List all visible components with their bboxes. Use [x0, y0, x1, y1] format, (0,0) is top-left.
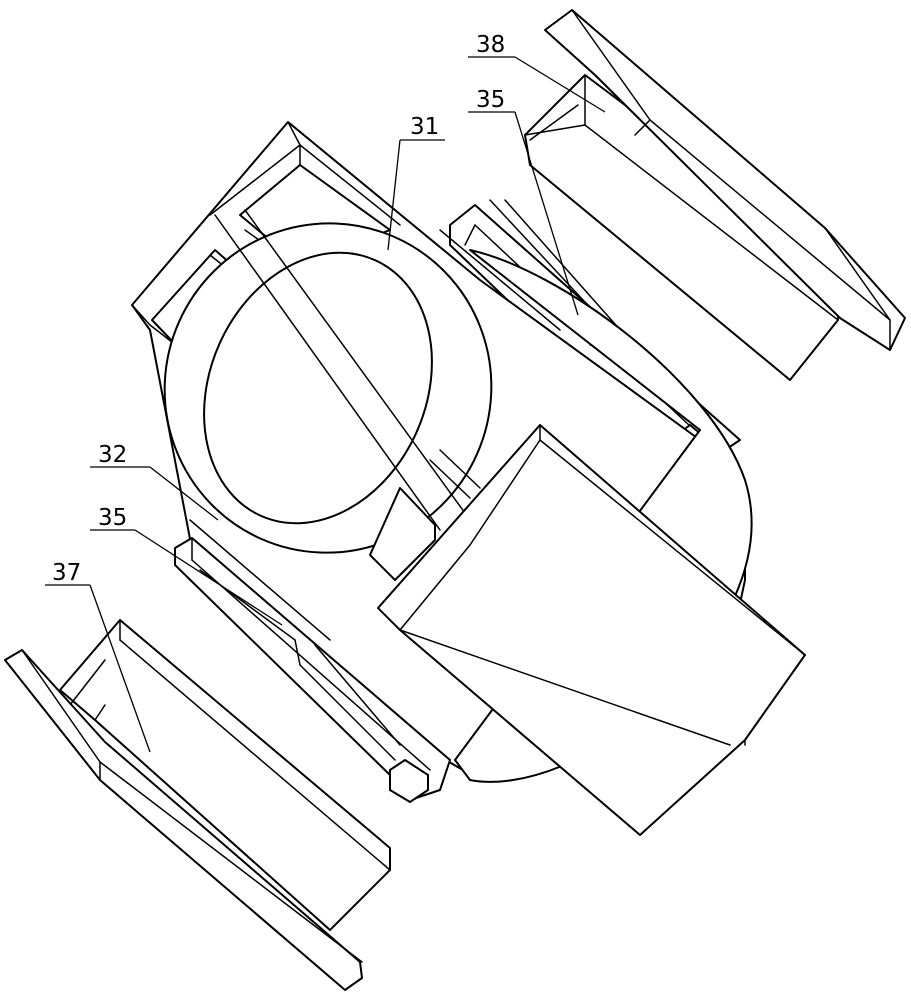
callout-31: 31	[410, 114, 439, 140]
callout-35-lower: 35	[98, 505, 127, 531]
callout-32: 32	[98, 442, 127, 468]
callout-35-upper: 35	[476, 87, 505, 113]
callout-38: 38	[476, 32, 505, 58]
callout-37: 37	[52, 560, 81, 586]
